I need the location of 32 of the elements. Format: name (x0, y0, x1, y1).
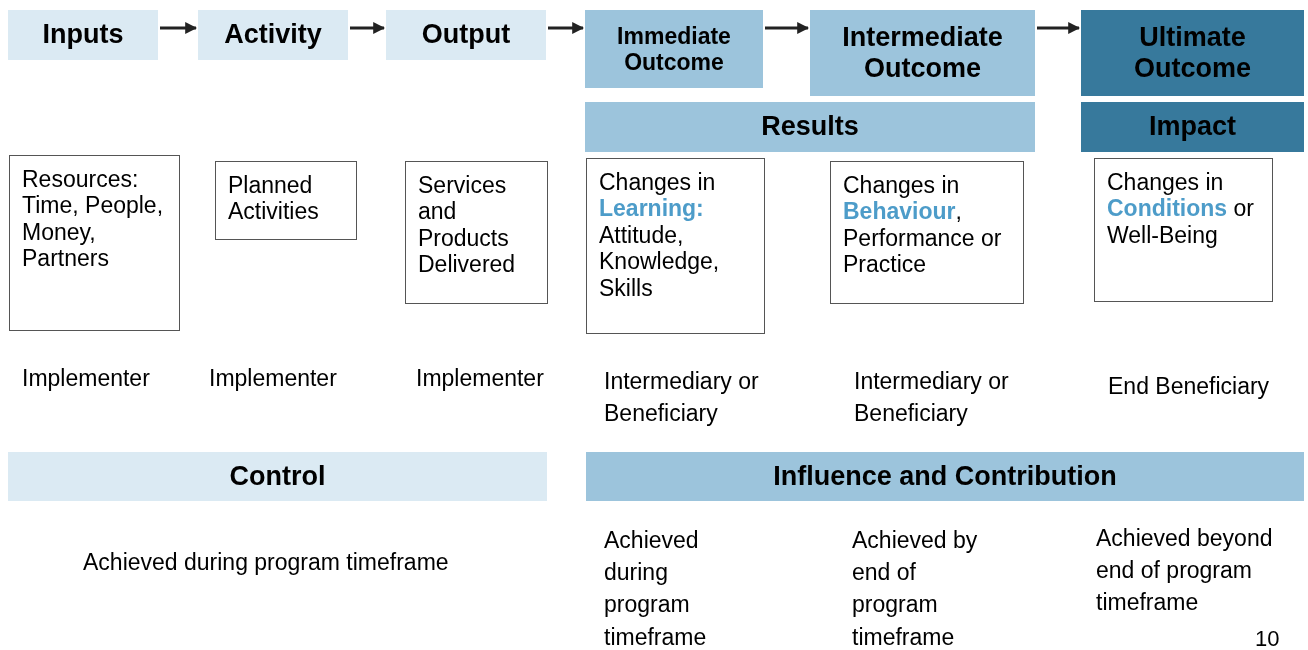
arrow (548, 22, 585, 34)
timeframe-label: Achieved during program timeframe (604, 526, 708, 650)
timeframe-label: Achieved beyond end of program timeframe (1096, 524, 1274, 618)
text-box: Changes in Conditions or Well-Being (1094, 158, 1273, 302)
role-label: End Beneficiary (1108, 372, 1271, 401)
arrow (765, 22, 810, 34)
header-box: Influence and Contribution (586, 452, 1304, 501)
role-label: Implementer (416, 364, 545, 393)
header-box: Immediate Outcome (585, 10, 763, 88)
arrow (160, 22, 198, 34)
role-label: Intermediary or Beneficiary (854, 367, 1010, 429)
header-box: Ultimate Outcome (1081, 10, 1304, 96)
role-label: Implementer (22, 364, 151, 393)
role-label: Implementer (209, 364, 338, 393)
arrow (1037, 22, 1081, 34)
page-number: 10 (1255, 625, 1281, 650)
role-label: Intermediary or Beneficiary (604, 367, 760, 429)
header-box: Control (8, 452, 547, 501)
timeframe-label: Achieved during program timeframe (83, 548, 450, 577)
text-box: Services and Products Delivered (405, 161, 548, 304)
timeframe-label: Achieved by end of program timeframe (852, 526, 979, 650)
text-box: Planned Activities (215, 161, 357, 240)
text-box: Changes in Learning: Attitude, Knowledge, Skills (586, 158, 765, 334)
header-box: Output (386, 10, 546, 60)
header-box: Activity (198, 10, 348, 60)
header-box: Impact (1081, 102, 1304, 152)
text-box: Changes in Behaviour, Performance or Practice (830, 161, 1024, 304)
header-box: Intermediate Outcome (810, 10, 1035, 96)
header-box: Results (585, 102, 1035, 152)
text-box: Resources: Time, People, Money, Partners (9, 155, 180, 331)
arrow (350, 22, 386, 34)
header-box: Inputs (8, 10, 158, 60)
